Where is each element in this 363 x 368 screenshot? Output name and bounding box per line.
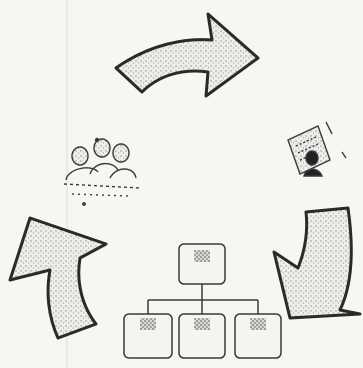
cycle-arrow-left-icon bbox=[10, 218, 106, 338]
people-group-icon bbox=[64, 139, 140, 206]
cycle-arrow-right-icon bbox=[274, 208, 360, 318]
org-chart-icon bbox=[124, 244, 281, 358]
cycle-arrow-top-icon bbox=[116, 14, 258, 96]
document-inspect-icon bbox=[288, 122, 346, 176]
